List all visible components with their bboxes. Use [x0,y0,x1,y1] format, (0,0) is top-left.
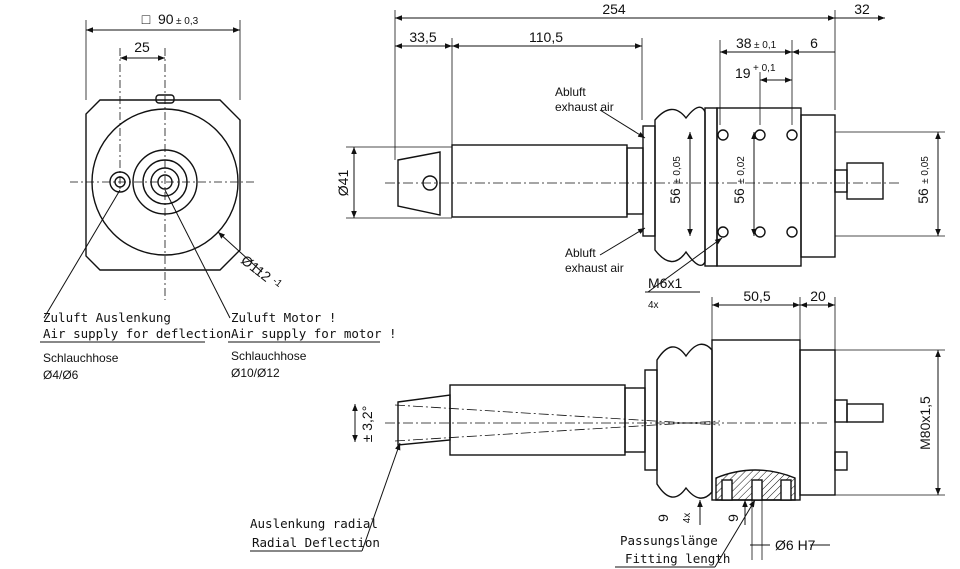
supply-motor-line1: Zuluft Motor ! [231,310,336,325]
height-56b-tol: ± 0,02 [736,156,747,184]
thread-m80: M80x1,5 [917,396,933,450]
hose-label-motor: Schlauchhose [231,349,307,363]
exhaust-bottom-line2: exhaust air [565,261,624,275]
hose-label-deflection: Schlauchhose [43,351,119,365]
len-50-5: 50,5 [743,288,770,304]
thread-m6: M6x1 [648,275,682,291]
front-view [40,20,380,343]
depth-9b: 9 [725,514,741,522]
width-dim: 90 [158,11,174,27]
height-56c: 56 [915,188,931,204]
count-4x: 4x [682,513,693,524]
deflection-line2: Radial Deflection [252,535,380,550]
diameter-dim: Ø112 [238,252,274,285]
deflection-line1: Auslenkung radial [250,516,378,531]
exhaust-top-line2: exhaust air [555,100,614,114]
fitting-line1: Passungslänge [620,533,718,548]
width-tol: ± 0,3 [176,16,199,27]
exhaust-bottom-line1: Abluft [565,246,596,260]
hole-pitch: 38 [736,35,752,51]
hole-pitch-tol: ± 0,1 [754,40,777,51]
deflection-angle: ± 3,2° [359,406,375,443]
supply-deflection-line1: Zuluft Auslenkung [43,310,171,325]
height-56a-tol: ± 0,05 [672,156,683,184]
square-symbol: □ [142,11,151,27]
height-56c-tol: ± 0,05 [920,156,931,184]
hole-19-tol: + 0,1 [753,63,776,74]
supply-deflection-line2: Air supply for deflection [43,326,231,341]
supply-motor-line2: Air supply for motor ! [231,326,397,341]
len-20: 20 [810,288,826,304]
depth-9a: 9 [655,514,671,522]
total-length: 254 [602,1,626,17]
pin-dia: Ø6 H7 [775,537,816,553]
hose-size-motor: Ø10/Ø12 [231,366,280,380]
thread-count: 4x [648,300,659,311]
shaft-dia: Ø41 [335,170,351,197]
front-length: 33,5 [409,29,436,45]
fitting-length-dim: 32 [854,1,870,17]
height-56a: 56 [667,188,683,204]
edge-6: 6 [810,35,818,51]
side-view [346,10,945,293]
fitting-line2: Fitting length [625,551,730,566]
diameter-tol: -1 [270,276,284,290]
bottom-view [250,297,945,568]
height-56b: 56 [731,188,747,204]
exhaust-top-line1: Abluft [555,85,586,99]
offset-dim: 25 [134,39,150,55]
hose-size-deflection: Ø4/Ø6 [43,368,79,382]
hole-19: 19 [735,65,751,81]
body-length: 110,5 [529,29,563,45]
